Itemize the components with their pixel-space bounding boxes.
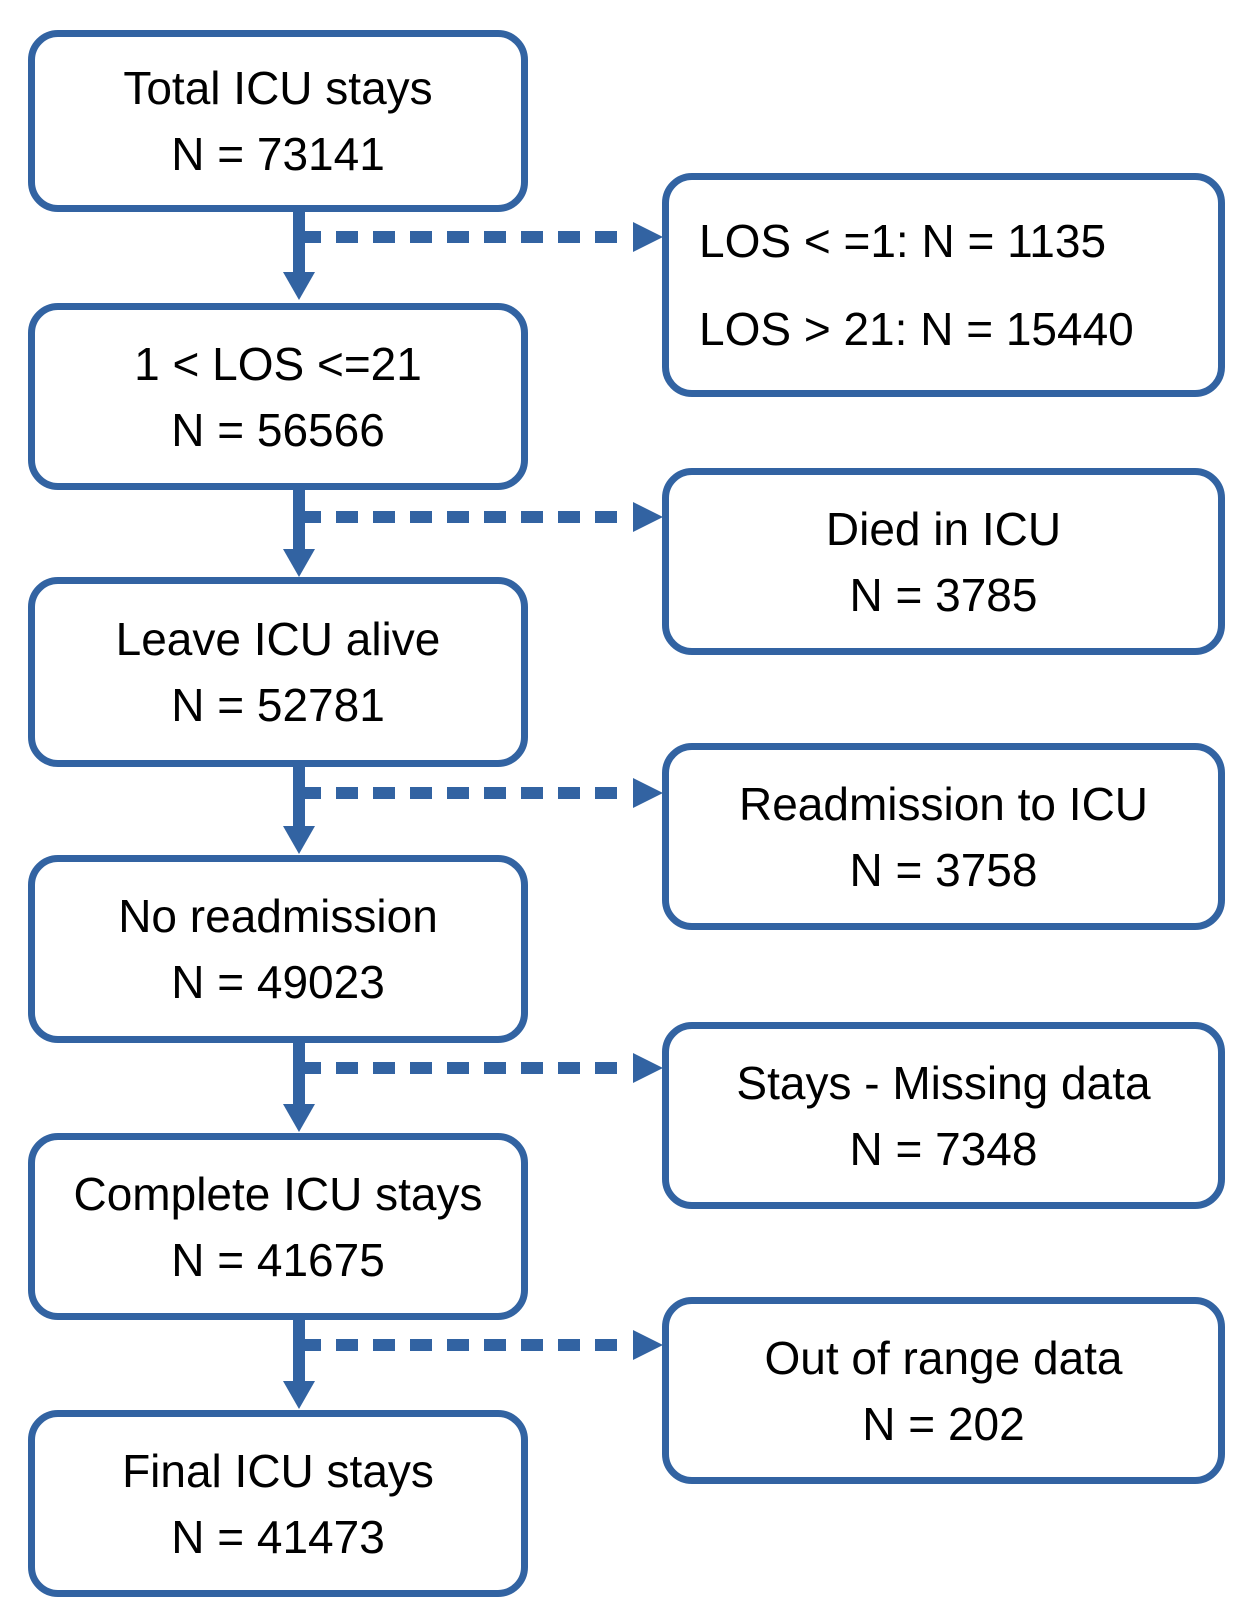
dashed-arrow-exclusion-3	[299, 778, 663, 808]
exclusion-box-readmission: Readmission to ICU N = 3758	[662, 743, 1225, 930]
exclusion-box-died-in-icu: Died in ICU N = 3785	[662, 468, 1225, 655]
exclusion-line: N = 3758	[849, 843, 1038, 896]
exclusion-line: N = 3785	[849, 568, 1038, 621]
box-count: N = 56566	[171, 403, 385, 456]
box-count: N = 52781	[171, 679, 385, 731]
down-arrow-3	[283, 763, 315, 854]
flow-box-total-icu-stays: Total ICU stays N = 73141	[28, 30, 528, 212]
dashed-arrow-exclusion-4	[299, 1053, 663, 1083]
down-arrow-2	[283, 486, 315, 577]
box-count: N = 41675	[171, 1233, 385, 1286]
exclusion-line: N = 202	[862, 1397, 1025, 1450]
exclusion-line: Stays - Missing data	[736, 1056, 1151, 1109]
exclusion-box-missing-data: Stays - Missing data N = 7348	[662, 1022, 1225, 1209]
box-label: Complete ICU stays	[73, 1167, 483, 1220]
box-count: N = 41473	[171, 1510, 385, 1563]
exclusion-line: Died in ICU	[825, 502, 1062, 555]
dashed-arrow-exclusion-2	[299, 502, 663, 532]
exclusion-box-out-of-range: Out of range data N = 202	[662, 1297, 1225, 1484]
flow-box-final-icu-stays: Final ICU stays N = 41473	[28, 1410, 528, 1597]
exclusion-line: Out of range data	[764, 1331, 1123, 1384]
down-arrow-1	[283, 208, 315, 300]
exclusion-box-los: LOS < =1: N = 1135 LOS > 21: N = 15440	[662, 173, 1225, 397]
exclusion-line: Readmission to ICU	[738, 777, 1149, 830]
exclusion-line: N = 7348	[849, 1122, 1038, 1175]
flow-box-leave-icu-alive: Leave ICU alive N = 52781	[28, 577, 528, 767]
box-label: No readmission	[118, 890, 438, 942]
box-label: Final ICU stays	[122, 1444, 434, 1497]
dashed-arrow-exclusion-1	[299, 222, 663, 252]
exclusion-line: LOS < =1: N = 1135	[699, 215, 1107, 267]
down-arrow-4	[283, 1039, 315, 1132]
exclusion-line: LOS > 21: N = 15440	[699, 303, 1134, 355]
box-label: 1 < LOS <=21	[134, 337, 422, 390]
box-count: N = 73141	[171, 128, 385, 180]
dashed-arrow-exclusion-5	[299, 1330, 663, 1360]
box-label: Total ICU stays	[123, 62, 433, 114]
box-label: Leave ICU alive	[115, 613, 441, 665]
flow-box-no-readmission: No readmission N = 49023	[28, 855, 528, 1043]
down-arrow-5	[283, 1316, 315, 1409]
flow-box-complete-icu-stays: Complete ICU stays N = 41675	[28, 1133, 528, 1320]
flow-box-los-range: 1 < LOS <=21 N = 56566	[28, 303, 528, 490]
box-count: N = 49023	[171, 956, 385, 1008]
